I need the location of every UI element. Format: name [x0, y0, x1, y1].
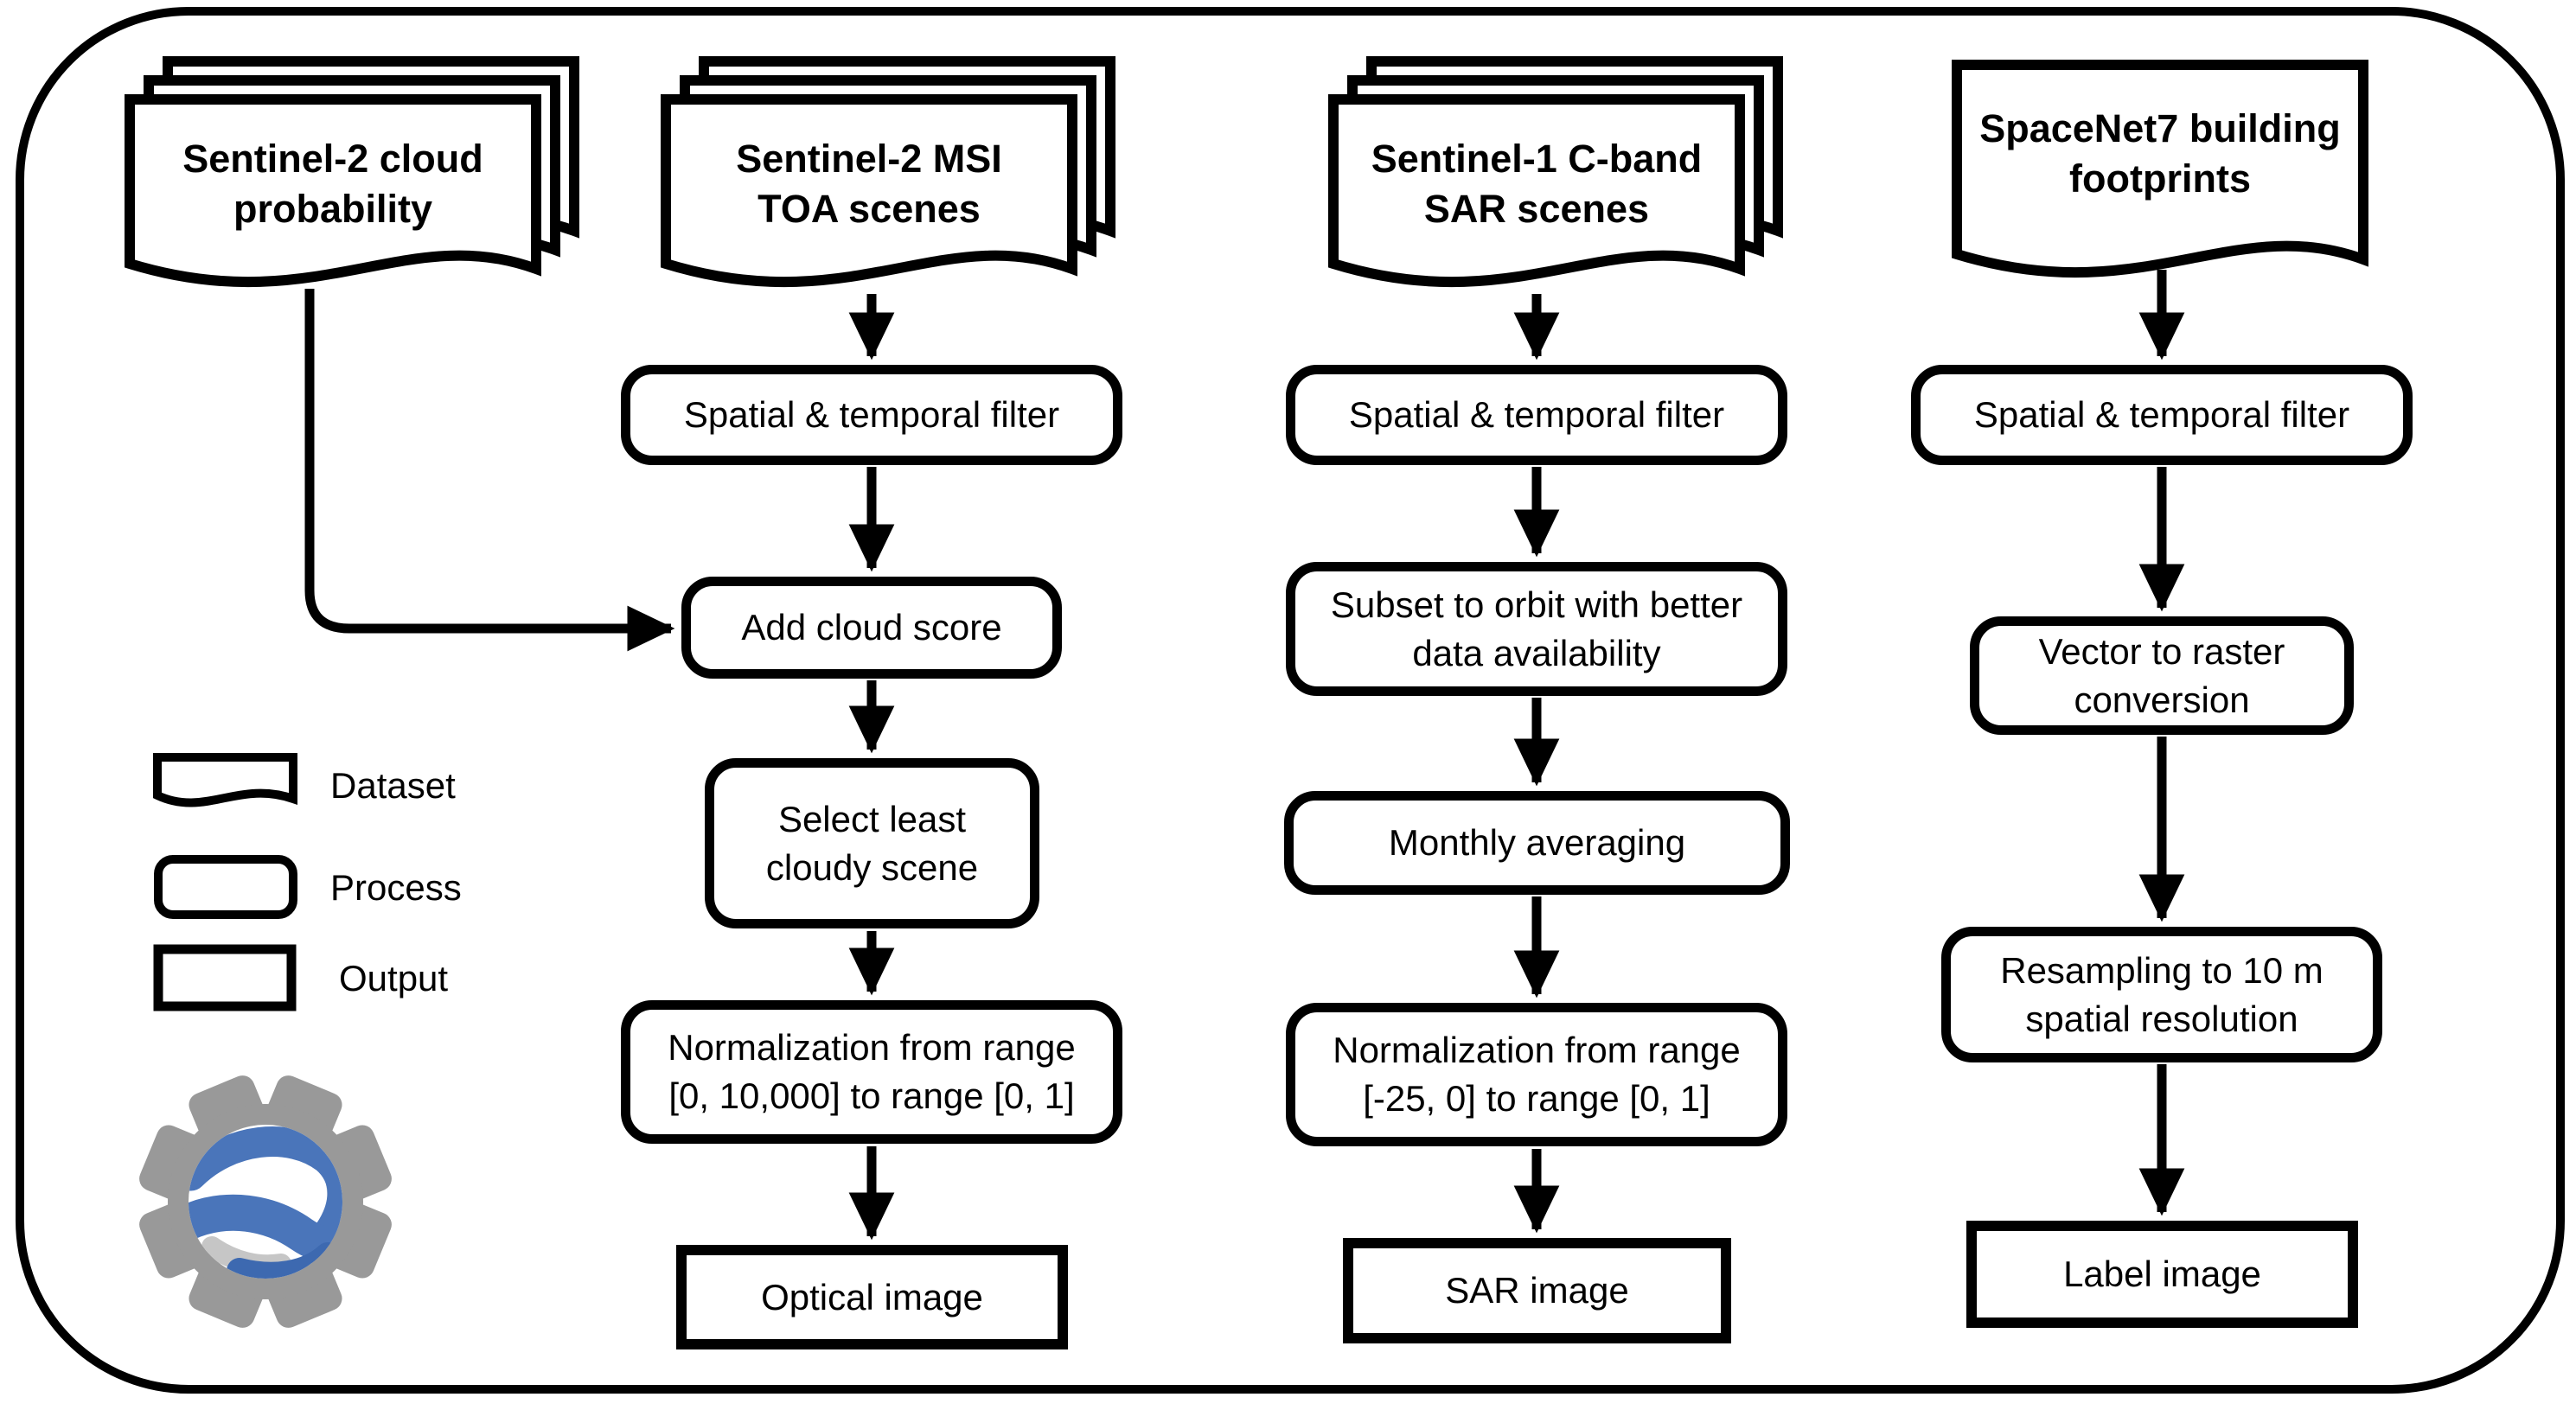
- process-label: Resampling to 10 m spatial resolution: [2000, 949, 2324, 1039]
- dataset-s1-cband-sar: Sentinel-1 C-band SAR scenes: [1333, 99, 1740, 268]
- legend-process-shape: [154, 855, 297, 919]
- process-select-least-cloudy: Select least cloudy scene: [705, 758, 1039, 928]
- output-label-image: Label image: [1966, 1221, 2358, 1328]
- legend-output-shape: [153, 944, 297, 1011]
- legend-dataset-shape: [153, 753, 297, 807]
- process-label: Spatial & temporal filter: [1973, 394, 2350, 436]
- output-optical-image: Optical image: [676, 1245, 1068, 1349]
- arrow-s2cloud-to-addcloud: [304, 289, 675, 652]
- legend-item-dataset: Dataset: [330, 761, 590, 811]
- process-label: Spatial & temporal filter: [1348, 394, 1725, 436]
- process-normalization-optical: Normalization from range [0, 10,000] to …: [621, 1000, 1122, 1144]
- process-spatial-temporal-filter-s1: Spatial & temporal filter: [1286, 365, 1787, 465]
- dataset-label: Sentinel-2 cloud probability: [182, 136, 483, 231]
- output-label: Optical image: [761, 1276, 983, 1317]
- process-label: Vector to raster conversion: [2038, 630, 2285, 720]
- dataset-label: Sentinel-2 MSI TOA scenes: [736, 136, 1002, 231]
- legend-label: Process: [330, 867, 462, 908]
- process-normalization-sar: Normalization from range [-25, 0] to ran…: [1286, 1003, 1787, 1146]
- process-label: Add cloud score: [741, 607, 1002, 648]
- dataset-shape-spacenet7: [1952, 60, 2368, 278]
- outer-border: [16, 7, 2565, 1394]
- process-spatial-temporal-filter-sn7: Spatial & temporal filter: [1911, 365, 2413, 465]
- process-subset-orbit: Subset to orbit with better data availab…: [1286, 562, 1787, 696]
- legend-shapes: [153, 753, 297, 1011]
- process-monthly-averaging: Monthly averaging: [1284, 791, 1790, 895]
- process-vector-to-raster: Vector to raster conversion: [1970, 616, 2354, 735]
- process-spatial-temporal-filter-s2: Spatial & temporal filter: [621, 365, 1122, 465]
- legend-label: Dataset: [330, 765, 456, 806]
- dataset-s2-cloud-probability: Sentinel-2 cloud probability: [130, 99, 536, 268]
- dataset-shape-s1-sar: [1328, 56, 1783, 288]
- dataset-label: SpaceNet7 building footprints: [1979, 105, 2341, 201]
- flow-arrows: [304, 270, 2185, 1241]
- process-label: Subset to orbit with better data availab…: [1330, 584, 1743, 673]
- process-resampling-10m: Resampling to 10 m spatial resolution: [1941, 927, 2382, 1062]
- process-label: Spatial & temporal filter: [683, 394, 1060, 436]
- dataset-label: Sentinel-1 C-band SAR scenes: [1371, 136, 1703, 231]
- legend-label: Output: [339, 958, 449, 998]
- process-label: Select least cloudy scene: [765, 798, 979, 888]
- legend-item-output: Output: [339, 954, 598, 1004]
- process-add-cloud-score: Add cloud score: [681, 577, 1062, 679]
- dataset-shape-s2-msi: [661, 56, 1115, 288]
- process-label: Normalization from range [-25, 0] to ran…: [1333, 1030, 1741, 1119]
- dataset-s2-msi-toa: Sentinel-2 MSI TOA scenes: [666, 99, 1072, 268]
- dataset-shape-s2-cloud: [125, 56, 579, 288]
- dataset-spacenet7-footprints: SpaceNet7 building footprints: [1957, 65, 2363, 242]
- process-label: Monthly averaging: [1388, 822, 1686, 864]
- output-sar-image: SAR image: [1343, 1238, 1731, 1343]
- google-earth-engine-logo: [139, 1075, 392, 1328]
- output-label: Label image: [2063, 1254, 2261, 1295]
- process-label: Normalization from range [0, 10,000] to …: [668, 1027, 1076, 1116]
- output-label: SAR image: [1445, 1270, 1629, 1311]
- legend-item-process: Process: [330, 863, 590, 913]
